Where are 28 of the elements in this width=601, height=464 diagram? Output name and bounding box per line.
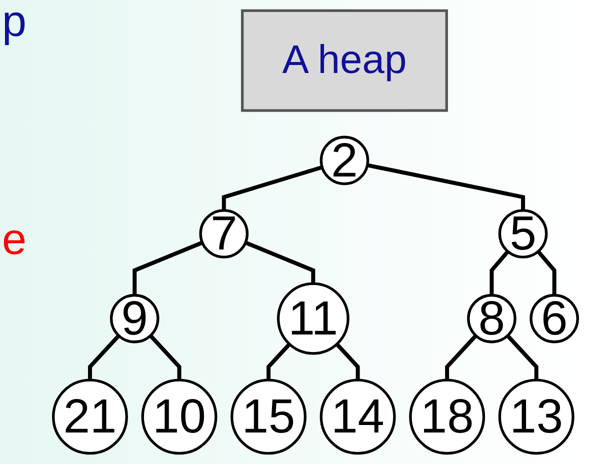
connector xyxy=(266,342,291,380)
node-circle: 15 xyxy=(230,378,307,455)
text-fragment: e xyxy=(2,218,26,262)
node-circle: 13 xyxy=(498,378,574,455)
node-circle: 11 xyxy=(276,282,350,355)
connector xyxy=(536,250,556,296)
connector xyxy=(335,342,360,380)
connector xyxy=(222,165,323,210)
node-box: A heap xyxy=(241,9,448,112)
node-circle: 2 xyxy=(320,136,370,186)
connector xyxy=(506,334,538,380)
connector xyxy=(132,240,204,296)
connector xyxy=(445,334,478,380)
text-fragment: p xyxy=(2,0,26,44)
node-circle: 14 xyxy=(320,378,396,455)
node-circle: 10 xyxy=(141,378,218,455)
connector xyxy=(490,250,510,296)
connector xyxy=(244,240,316,284)
node-circle: 5 xyxy=(498,209,548,258)
node-circle: 18 xyxy=(409,378,486,455)
connector xyxy=(88,334,120,380)
connector xyxy=(366,163,526,210)
node-circle: 9 xyxy=(110,294,160,344)
node-circle: 6 xyxy=(530,294,579,344)
node-circle: 7 xyxy=(199,209,249,258)
connector xyxy=(149,334,182,380)
node-circle: 8 xyxy=(467,294,516,344)
node-circle: 21 xyxy=(52,378,128,455)
